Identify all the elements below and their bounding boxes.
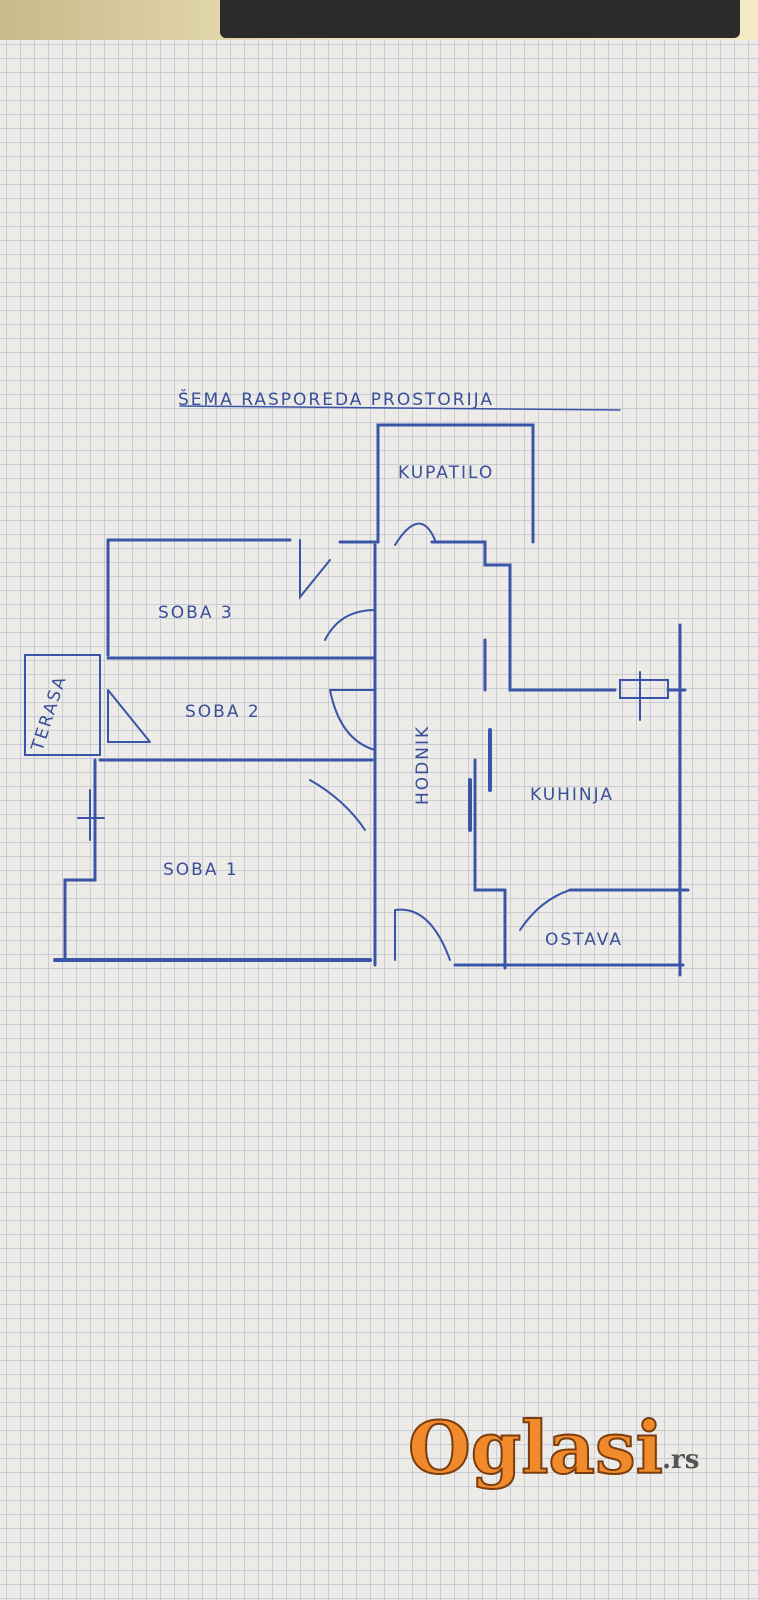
room-label-soba3: SOBA 3 [158, 603, 234, 623]
wall-kupatilo [376, 423, 535, 544]
plan-title: ŠEMA RASPOREDA PROSTORIJA [178, 388, 494, 410]
room-label-soba2: SOBA 2 [185, 702, 261, 722]
room-label-kuhinja: KUHINJA [530, 785, 614, 805]
room-label-soba1: SOBA 1 [163, 860, 239, 880]
window-kuhinja [619, 671, 669, 721]
door-soba3 [299, 539, 331, 600]
watermark-tld: .rs [662, 1445, 700, 1475]
watermark-logo: Oglasi [407, 1404, 664, 1491]
graph-paper [0, 40, 758, 1600]
room-label-terasa: TERASA [27, 673, 71, 755]
door-soba3-hall [324, 609, 376, 641]
room-label-kupatilo: KUPATILO [398, 463, 494, 483]
wall-soba3-top [106, 538, 380, 544]
door-soba2-hall [329, 689, 376, 751]
wall-kuhinja-left [473, 758, 507, 892]
door-ostava [519, 889, 571, 931]
window-soba1 [77, 789, 105, 841]
door-entrance [394, 908, 451, 961]
door-soba1 [309, 779, 366, 831]
wall-kuhinja-top [430, 540, 687, 692]
title-underline [179, 405, 621, 411]
door-kupatilo [394, 522, 436, 546]
window-hall [468, 728, 492, 832]
room-label-hodnik: HODNIK [413, 725, 433, 805]
wall-terasa [24, 654, 101, 756]
walls [24, 405, 690, 977]
room-label-ostava: OSTAVA [545, 930, 623, 950]
clipboard-clip [220, 0, 740, 38]
wall-soba1-left [63, 758, 97, 960]
door-terasa [107, 689, 151, 743]
